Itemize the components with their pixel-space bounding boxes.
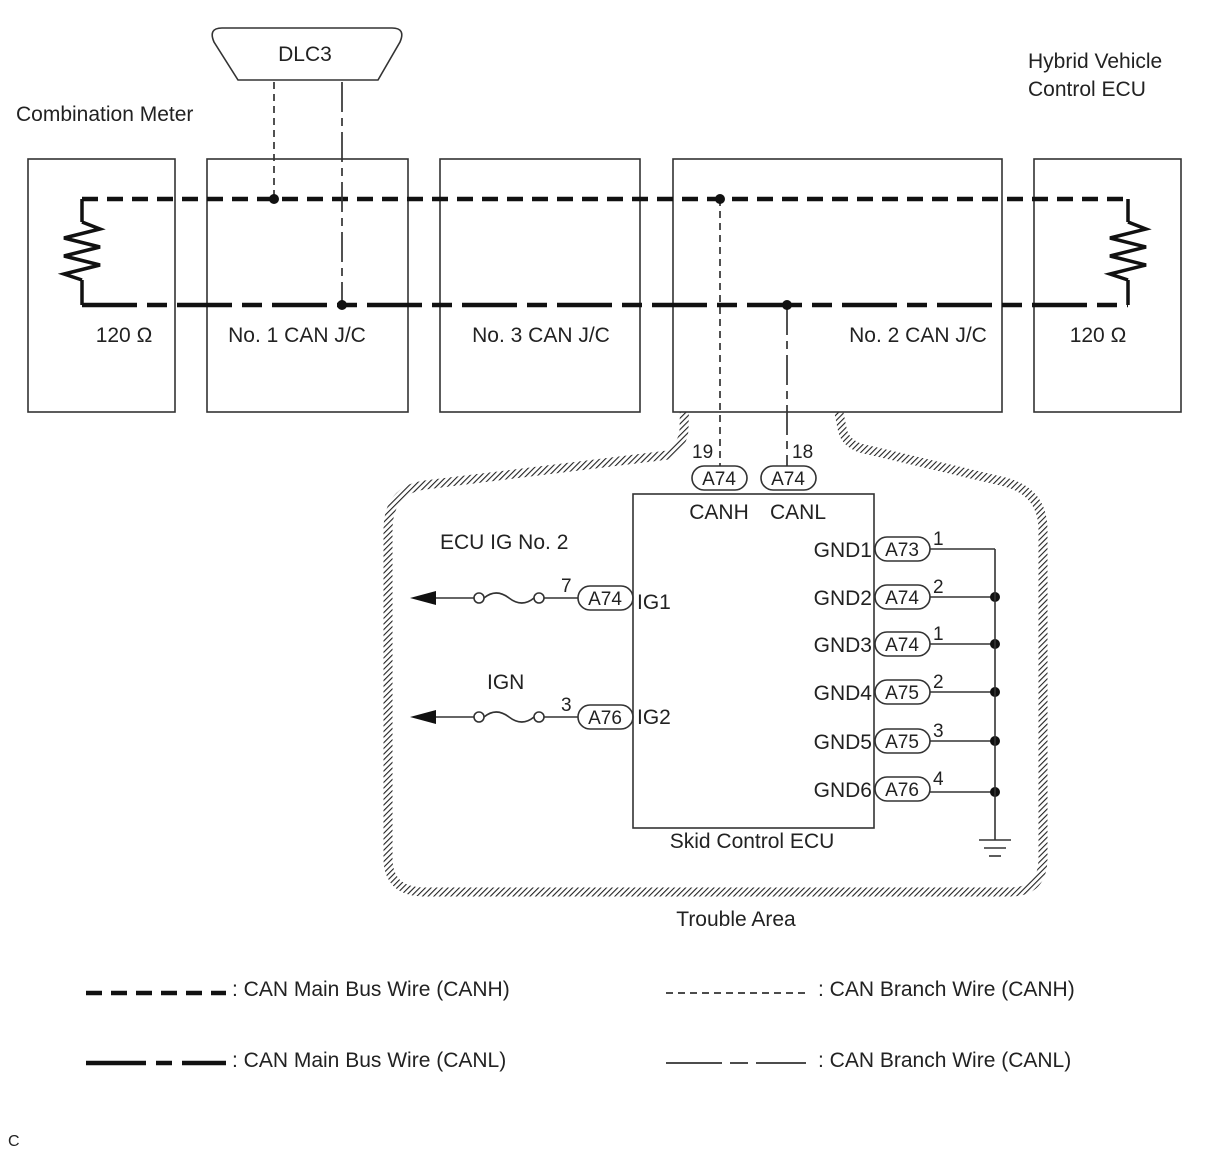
signal-label: GND2 [814,587,872,610]
ign-label: IGN [487,671,524,694]
right-resistor [1103,199,1152,305]
connector-label: A74 [885,588,919,609]
top-pin-canh: 19 A74 CANH [689,442,749,524]
dlc3-connector [211,27,403,81]
skid-control-ecu-box [632,493,875,829]
arrow-left-icon [410,710,436,724]
pin-number: 3 [933,721,944,742]
no2-jc-label: No. 2 CAN J/C [849,324,987,347]
connector-badge [760,465,817,491]
pin-number: 18 [792,442,813,463]
signal-label: GND4 [814,682,873,705]
junction-dot [269,194,279,204]
signal-label: CANH [689,501,749,524]
no3-jc-label: No. 3 CAN J/C [472,324,610,347]
hybrid-ecu-label-line2: Control ECU [1028,78,1146,101]
connector-label: A75 [885,732,919,753]
signal-label: IG2 [637,706,671,729]
connector-label: A76 [885,780,919,801]
skid-ecu-label: Skid Control ECU [670,830,835,853]
legend: : CAN Main Bus Wire (CANH) : CAN Main Bu… [86,978,1075,1072]
connector-label: A75 [885,683,919,704]
left-resistor-label: 120 Ω [96,324,153,347]
gnd-pins: GND1 A73 1 GND2 A74 2 GND3 A74 1 GND4 A7… [814,529,1011,857]
connector-label: A74 [771,469,805,490]
gnd-pin-row: GND1 A73 1 [814,529,995,562]
combination-meter-box [27,158,176,413]
signal-label: CANL [770,501,826,524]
ground-symbol-icon [979,839,1011,857]
connector-badge [577,585,634,611]
signal-label: GND3 [814,634,872,657]
connector-badge [691,465,748,491]
pin-number: 2 [933,672,944,693]
signal-label: GND5 [814,731,872,754]
junction-dot [337,300,347,310]
pin-number: 4 [933,769,944,790]
trouble-area-label: Trouble Area [676,908,796,931]
pin-number: 7 [561,576,572,597]
hybrid-ecu-label-line1: Hybrid Vehicle [1028,50,1162,73]
connector-label: A74 [702,469,736,490]
signal-label: GND1 [814,539,872,562]
fuse-icon [483,711,535,723]
ecu-ig-no2-label: ECU IG No. 2 [440,531,568,554]
right-resistor-label: 120 Ω [1070,324,1127,347]
ig2-circuit: 3 A76 IG2 [410,695,671,730]
pin-number: 19 [692,442,713,463]
connector-badge [577,704,634,730]
gnd-pin-row: GND4 A75 2 [814,672,1000,705]
junction-dot [715,194,725,204]
gnd-pin-row: GND6 A76 4 [814,769,1000,802]
connector-label: A74 [885,635,919,656]
pin-number: 2 [933,577,944,598]
gnd-pin-row: GND5 A75 3 [814,721,1000,754]
ig1-circuit: 7 A74 IG1 [410,576,671,614]
top-pin-canl: 18 A74 CANL [760,442,826,524]
signal-label: GND6 [814,779,872,802]
legend-main-canh: : CAN Main Bus Wire (CANH) [232,978,510,1001]
dlc3-label: DLC3 [278,43,332,66]
trouble-area-outline [383,173,1048,897]
left-resistor [57,199,106,305]
junction-dot [782,300,792,310]
pin-number: 1 [933,624,944,645]
combination-meter-label: Combination Meter [16,103,193,126]
arrow-left-icon [410,591,436,605]
connector-label: A73 [885,540,919,561]
fuse-icon [483,592,535,604]
no1-jc-label: No. 1 CAN J/C [228,324,366,347]
legend-branch-canh: : CAN Branch Wire (CANH) [818,978,1075,1001]
gnd-pin-row: GND3 A74 1 [814,624,1000,657]
connector-label: A76 [588,708,622,729]
gnd-pin-row: GND2 A74 2 [814,577,1000,610]
legend-main-canl: : CAN Main Bus Wire (CANL) [232,1049,506,1072]
pin-number: 1 [933,529,944,550]
pin-number: 3 [561,695,572,716]
connector-label: A74 [588,589,622,610]
footnote-label: C [8,1133,20,1150]
connector-badge [874,776,931,802]
legend-branch-canl: : CAN Branch Wire (CANL) [818,1049,1071,1072]
signal-label: IG1 [637,591,671,614]
